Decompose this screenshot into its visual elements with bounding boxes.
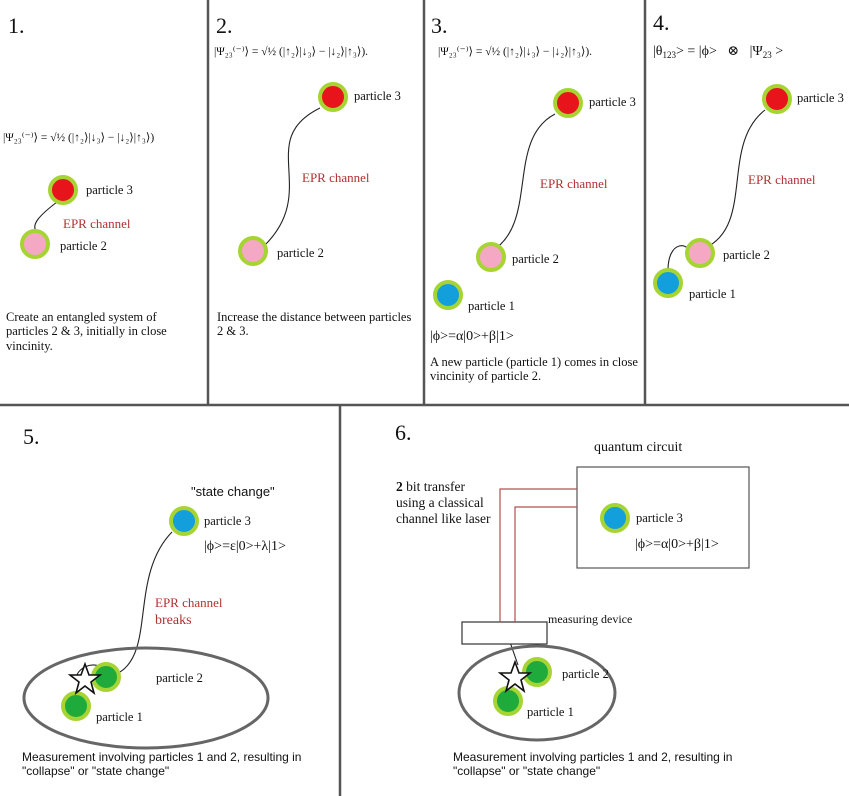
panel3-state-equation: |ϕ>=α|0>+β|1> [430, 329, 514, 344]
quantum-circuit-label: quantum circuit [594, 440, 683, 455]
panel6-particle-2 [522, 657, 552, 687]
panel1-caption: Create an entangled system of particles … [6, 310, 167, 353]
panel5-particle-3-label: particle 3 [204, 514, 251, 528]
panel3-particle-2 [476, 242, 506, 272]
panel1-particle-3 [48, 175, 78, 205]
panel5-particle-2-label: particle 2 [156, 671, 203, 685]
panel6-particle-1 [493, 686, 523, 716]
panel4-epr-curve [704, 109, 766, 249]
particles [20, 82, 792, 721]
panel4-eq-end: > [771, 44, 784, 59]
measuring-device-box [461, 621, 548, 645]
panel5-particle-1 [61, 691, 91, 721]
measuring-device-label: measuring device [548, 612, 633, 626]
panel4-epr-label: EPR channel [748, 172, 816, 187]
classical-channel-lines [499, 488, 577, 622]
panel4-eq-psi-sub: 23 [762, 50, 772, 60]
panel3-epr-curve [489, 113, 556, 253]
panel2-particle-3-label: particle 3 [354, 89, 401, 103]
panel4-eq-theta: |θ [653, 44, 663, 59]
panel3-particle-2-label: particle 2 [512, 252, 559, 266]
panel2-particle-2 [238, 236, 268, 266]
panel6-number: 6. [395, 420, 412, 445]
panel5-state-equation: |ϕ>=ε|0>+λ|1> [204, 539, 286, 554]
panel5-epr-label: EPR channel [155, 595, 223, 610]
panel2-caption: Increase the distance between particles … [217, 310, 412, 339]
panel3-particle-1 [433, 280, 463, 310]
panel2-particle-2-label: particle 2 [277, 246, 324, 260]
panel6-particle-3-label: particle 3 [636, 511, 683, 525]
panel6-measurement-ellipse [457, 644, 617, 742]
classical-transfer-text: bit transfer using a classical channel l… [396, 479, 491, 527]
panel5-measurement-ellipse [22, 646, 270, 750]
panel1-particle-2 [20, 229, 50, 259]
panel2-epr-label: EPR channel [302, 170, 370, 185]
panel2-number: 2. [216, 13, 233, 38]
panel4-particle-1 [653, 268, 683, 298]
panel4-number: 4. [653, 10, 670, 35]
panel4-particle-2-label: particle 2 [723, 248, 770, 262]
panel6-caption: Measurement involving particles 1 and 2,… [453, 750, 733, 778]
panel5-number: 5. [23, 424, 40, 449]
panel1-number: 1. [8, 13, 25, 38]
panel5-breaks-label: breaks [155, 613, 192, 628]
panel1-epr-label: EPR channel [63, 216, 131, 231]
panel1-particle-3-label: particle 3 [86, 183, 133, 197]
panel5-caption: Measurement involving particles 1 and 2,… [22, 750, 302, 778]
panel4-particle-3-label: particle 3 [797, 91, 844, 105]
panel1-equation: |Ψ₂₃⁽⁻⁾⟩ = √½ (|↑₂⟩|↓₃⟩ − |↓₂⟩|↑₃⟩) [3, 132, 155, 144]
laser-line-outer [499, 488, 577, 622]
panel4-eq-mid: > = |ϕ> ⊗ |Ψ [676, 44, 763, 59]
panel5-measurement-star-icon [67, 661, 103, 696]
panel2-particle-3 [318, 82, 348, 112]
panel5-epr-curve [119, 531, 173, 673]
panel4-equation: |θ123> = |ϕ> ⊗ |Ψ23 > [653, 44, 783, 60]
panel3-equation: |Ψ₂₃⁽⁻⁾⟩ = √½ (|↑₂⟩|↓₃⟩ − |↓₂⟩|↑₃⟩). [438, 46, 593, 58]
panel6-particle-2-label: particle 2 [562, 667, 609, 681]
panel3-epr-label: EPR channel [540, 176, 608, 191]
panel1-particle-2-label: particle 2 [60, 239, 107, 253]
panel3-particle-3 [553, 88, 583, 118]
panel3-particle-1-label: particle 1 [468, 299, 515, 313]
panel6-particle-3 [600, 503, 630, 533]
panel3-caption: A new particle (particle 1) comes in clo… [430, 355, 638, 384]
panel4-eq-theta-sub: 123 [662, 50, 677, 60]
classical-transfer-bits: 2 [396, 479, 403, 494]
panel2-epr-curve [264, 107, 321, 246]
epr-curves [34, 107, 766, 681]
laser-line-inner [514, 506, 577, 622]
panel6-measurement-star-icon [497, 659, 533, 694]
panel4-particle-2 [685, 238, 715, 268]
classical-transfer-label: 2 bit transfer using a classical channel… [396, 479, 496, 528]
panel5-particle-1-label: particle 1 [96, 710, 143, 724]
panel4-particle-3 [762, 84, 792, 114]
panel3-particle-3-label: particle 3 [589, 95, 636, 109]
panel2-equation: |Ψ₂₃⁽⁻⁾⟩ = √½ (|↑₂⟩|↓₃⟩ − |↓₂⟩|↑₃⟩). [214, 46, 369, 58]
panel4-particle-1-label: particle 1 [689, 287, 736, 301]
panel5-state-change-label: "state change" [191, 484, 275, 499]
panel3-number: 3. [431, 13, 448, 38]
panel6-state-equation: |ϕ>=α|0>+β|1> [635, 537, 719, 552]
panel1-epr-curve [34, 201, 58, 233]
quantum-circuit-box [576, 466, 750, 569]
panel6-particle-1-label: particle 1 [527, 705, 574, 719]
panel5-particle-3 [169, 506, 199, 536]
